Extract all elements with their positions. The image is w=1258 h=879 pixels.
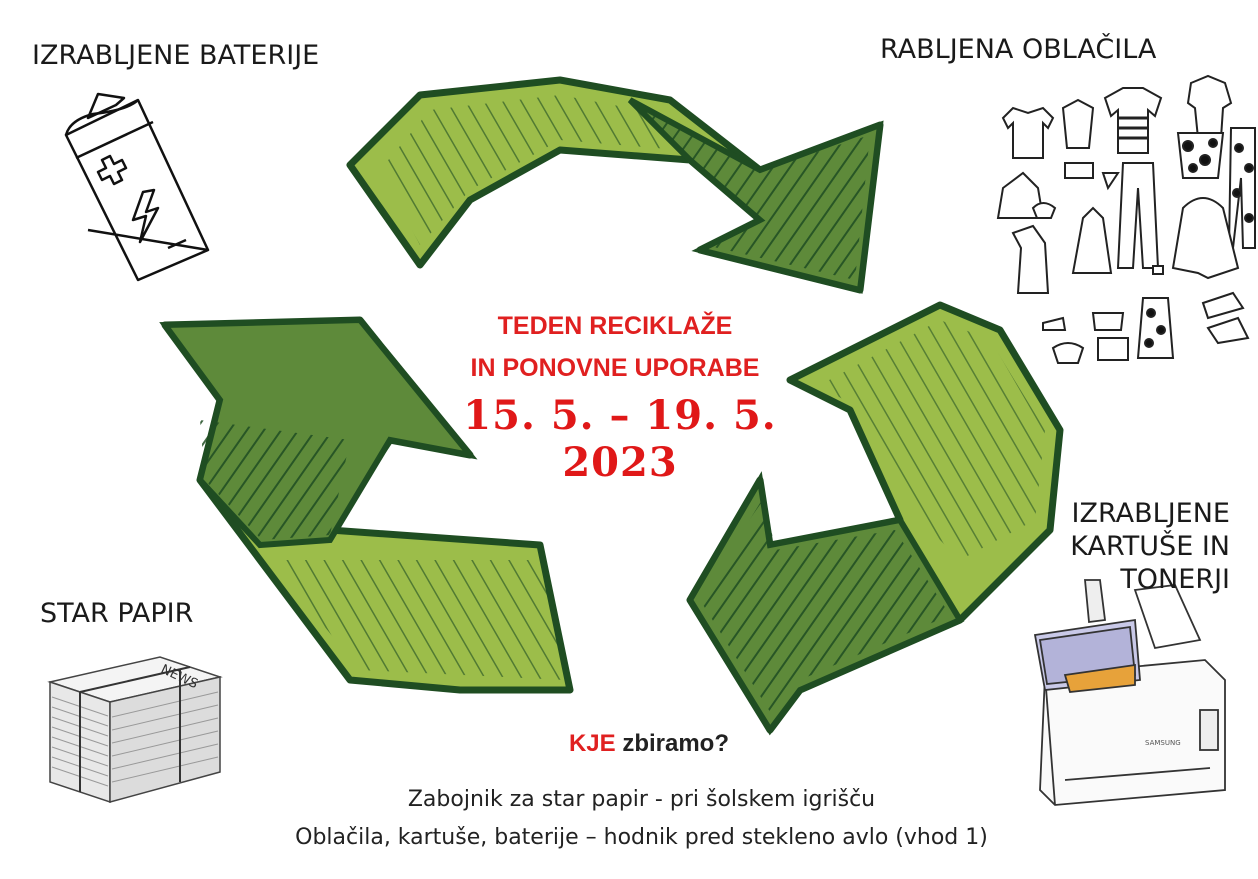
label-cartridges-line2: KARTUŠE IN (1070, 530, 1230, 562)
label-batteries: IZRABLJENE BATERIJE (32, 40, 320, 71)
info-other-location: Oblačila, kartuše, baterije – hodnik pre… (295, 825, 988, 850)
printer-icon: SAMSUNG (1033, 579, 1226, 806)
battery-icon (64, 92, 210, 282)
where-rest: zbiramo? (622, 730, 730, 757)
headline-line1: TEDEN RECIKLAŽE (497, 312, 733, 340)
label-paper: STAR PAPIR (40, 598, 194, 629)
label-clothes: RABLJENA OBLAČILA (880, 34, 1157, 65)
info-paper-location: Zabojnik za star papir - pri šolskem igr… (407, 787, 876, 812)
headline-dates: 15. 5. – 19. 5. 2023 (463, 392, 777, 486)
printer-brand-label: SAMSUNG (1145, 739, 1181, 747)
newspaper-stack-icon: NEWS (47, 656, 223, 804)
clothes-icon (996, 74, 1256, 364)
right-recycle-arrow (686, 301, 1064, 736)
headline-line2: IN PONOVNE UPORABE (470, 354, 760, 382)
where-heading: KJE zbiramo? (0, 730, 1258, 758)
label-cartridges-line3: TONERJI (1120, 563, 1230, 595)
where-kje: KJE (568, 730, 616, 757)
label-cartridges-line1: IZRABLJENE (1071, 498, 1230, 529)
left-recycle-arrow (159, 316, 574, 694)
top-recycle-arrow (346, 76, 884, 294)
label-cartridges: IZRABLJENE KARTUŠE IN TONERJI (1020, 498, 1230, 597)
